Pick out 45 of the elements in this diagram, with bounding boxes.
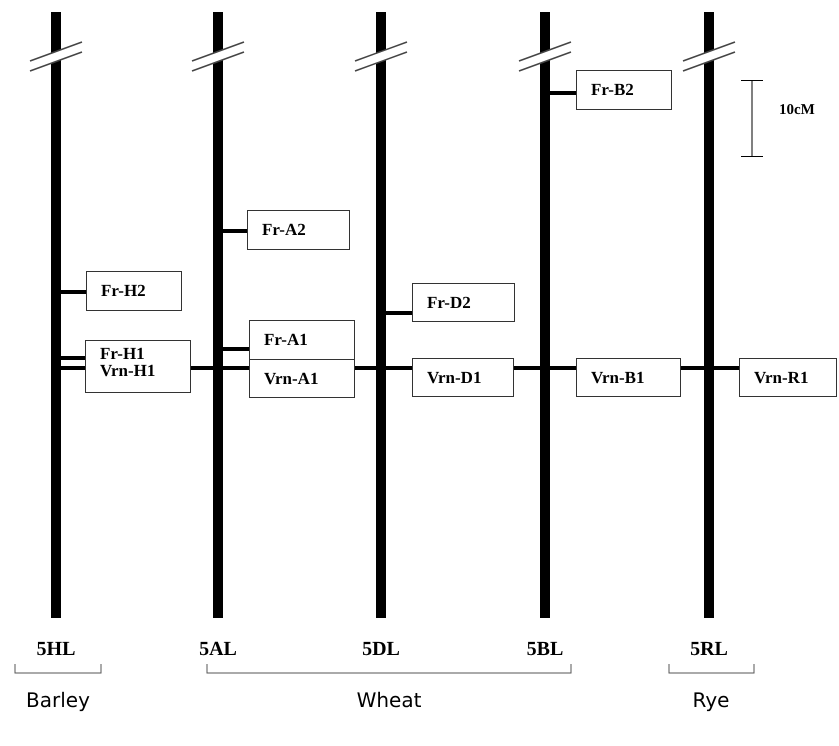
gene-label: Fr-H1	[100, 345, 146, 362]
gene-label: Vrn-D1	[427, 369, 482, 386]
gene-box	[576, 358, 681, 397]
species-label: Wheat	[356, 688, 422, 712]
connector-line	[191, 366, 213, 370]
connector-line	[550, 366, 576, 370]
species-label: Barley	[26, 688, 90, 712]
connector-line	[355, 366, 376, 370]
chromosome-label: 5HL	[36, 638, 76, 661]
connector-line	[223, 347, 249, 351]
chromosome-label: 5AL	[198, 638, 238, 661]
gene-box	[249, 320, 355, 360]
connector-line	[550, 91, 576, 95]
gene-box	[247, 210, 350, 250]
connector-line	[681, 366, 704, 370]
gene-label: Fr-D2	[427, 294, 472, 311]
connector-line	[714, 366, 739, 370]
gene-label: Fr-A2	[262, 221, 307, 238]
chromosome-label: 5BL	[526, 638, 564, 661]
gene-label: Fr-B2	[591, 81, 635, 98]
connector-line	[223, 229, 247, 233]
connector-line	[386, 366, 412, 370]
gene-box	[739, 358, 837, 397]
gene-box	[86, 271, 182, 311]
connector-line	[61, 290, 86, 294]
gene-label: Fr-A1	[264, 331, 309, 348]
connector-line	[386, 311, 412, 315]
connector-line	[514, 366, 540, 370]
gene-box	[576, 70, 672, 110]
chromosome-label: 5RL	[689, 638, 729, 661]
scale-label: 10cM	[779, 102, 815, 119]
connector-line	[61, 356, 85, 360]
gene-box	[412, 283, 515, 322]
gene-box	[85, 340, 191, 393]
connector-line	[61, 366, 85, 370]
gene-label: Fr-H2	[101, 282, 147, 299]
species-label: Rye	[692, 688, 730, 712]
gene-label: Vrn-A1	[264, 370, 320, 387]
gene-label: Vrn-B1	[591, 369, 646, 386]
connector-line	[223, 366, 249, 370]
chromosome-label: 5DL	[361, 638, 401, 661]
gene-box	[412, 358, 514, 397]
gene-label: Vrn-R1	[754, 369, 810, 386]
gene-box	[249, 359, 355, 398]
gene-label: Vrn-H1	[100, 362, 156, 379]
